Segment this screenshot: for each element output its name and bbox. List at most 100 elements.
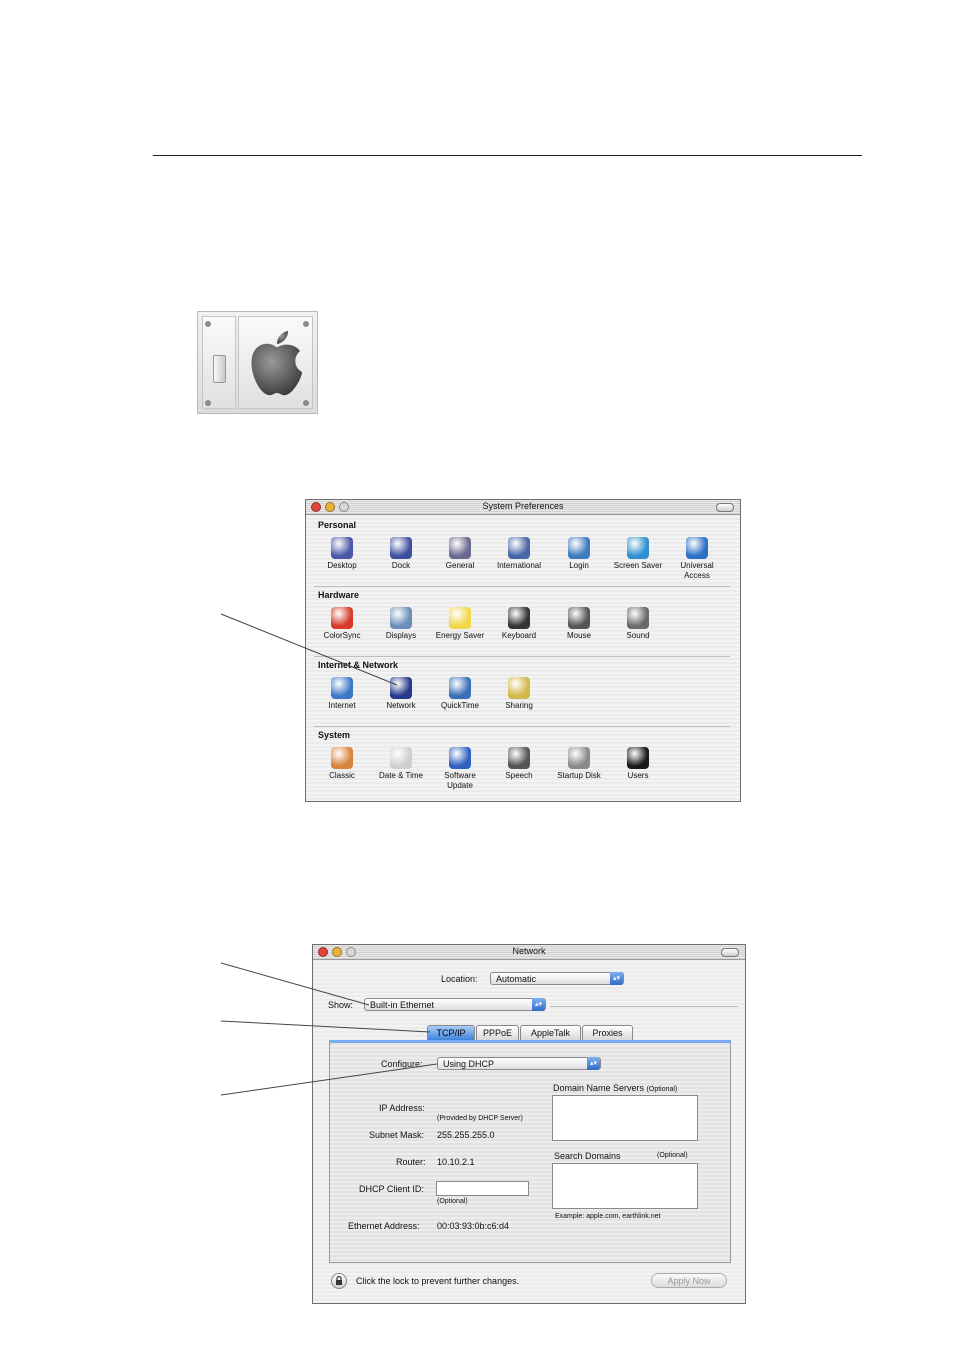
tab-tcpip[interactable]: TCP/IP [427,1025,475,1040]
screw-icon [205,400,211,406]
pref-colorsync[interactable]: ColorSync [312,607,372,641]
section-title: Personal [318,520,357,530]
pref-label: Dock [391,561,411,570]
pref-label: QuickTime [441,701,479,710]
lock-icon [336,1275,342,1285]
pref-label: Mouse [566,631,591,640]
pref-label: International [496,561,542,570]
search-domains-optional: (Optional) [657,1152,688,1159]
search-domains-label: Search Domains [554,1151,621,1161]
speech-icon [508,747,530,769]
pref-label: General [445,561,475,570]
close-button[interactable] [318,947,328,957]
dhcp-optional-note: (Optional) [437,1198,468,1205]
show-popup[interactable]: Built-in Ethernet ▴▾ [364,998,546,1011]
subnet-mask-value: 255.255.255.0 [437,1130,495,1140]
network-titlebar[interactable]: Network [313,945,745,960]
close-button[interactable] [311,502,321,512]
subnet-mask-label: Subnet Mask: [369,1130,425,1140]
configure-popup[interactable]: Using DHCP ▴▾ [437,1057,601,1070]
toolbar-toggle-button[interactable] [721,948,739,957]
pref-dock[interactable]: Dock [371,537,431,571]
pref-startup-disk[interactable]: Startup Disk [549,747,609,781]
pref-users[interactable]: Users [608,747,668,781]
zoom-button[interactable] [339,502,349,512]
section-title: Internet & Network [318,660,399,670]
example-text: Example: apple.com, earthlink.net [555,1213,661,1220]
location-popup[interactable]: Automatic ▴▾ [490,972,624,985]
page-header-rule [153,155,862,156]
pref-label: Users [627,771,649,780]
dns-title: Domain Name Servers [553,1083,645,1093]
screw-icon [205,321,211,327]
keyboard-icon [508,607,530,629]
tab-appletalk[interactable]: AppleTalk [520,1025,581,1040]
show-label: Show: [328,1000,354,1010]
pref-speech[interactable]: Speech [489,747,549,781]
pref-software-update[interactable]: Software Update [430,747,490,791]
show-value: Built-in Ethernet [370,1000,435,1010]
ip-provided-note: (Provided by DHCP Server) [437,1115,523,1122]
router-label: Router: [396,1157,426,1167]
ethernet-address-value: 00:03:93:0b:c6:d4 [437,1221,510,1231]
pref-label: Keyboard [501,631,537,640]
pref-network[interactable]: Network [371,677,431,711]
section-divider [314,656,730,657]
users-icon [627,747,649,769]
apply-now-button[interactable]: Apply Now [651,1273,727,1288]
pref-label: Desktop [327,561,357,570]
section-title: System [318,730,351,740]
popup-arrows-icon: ▴▾ [610,972,623,985]
pref-screen-saver[interactable]: Screen Saver [608,537,668,571]
pref-desktop[interactable]: Desktop [312,537,372,571]
zoom-button[interactable] [346,947,356,957]
pref-label: Network [386,701,416,710]
pref-label: Screen Saver [613,561,663,570]
search-domains-field[interactable] [552,1163,698,1209]
pref-universal-access[interactable]: Universal Access [667,537,727,581]
configure-value: Using DHCP [443,1059,495,1069]
section-title: Hardware [318,590,360,600]
colorsync-icon [331,607,353,629]
dhcp-client-id-field[interactable] [436,1181,529,1196]
pref-mouse[interactable]: Mouse [549,607,609,641]
pref-classic[interactable]: Classic [312,747,372,781]
pref-international[interactable]: International [489,537,549,571]
dns-servers-field[interactable] [552,1095,698,1141]
mouse-icon [568,607,590,629]
pref-quicktime[interactable]: QuickTime [430,677,490,711]
pref-displays[interactable]: Displays [371,607,431,641]
pref-label: ColorSync [323,631,361,640]
pref-label: Startup Disk [557,771,601,780]
pref-energy-saver[interactable]: Energy Saver [430,607,490,641]
pref-label: Speech [505,771,533,780]
dhcp-client-id-label: DHCP Client ID: [359,1184,424,1194]
pref-sharing[interactable]: Sharing [489,677,549,711]
minimize-button[interactable] [325,502,335,512]
sharing-icon [508,677,530,699]
tab-pppoe[interactable]: PPPoE [476,1025,519,1040]
sysprefs-titlebar[interactable]: System Preferences [306,500,740,515]
pref-sound[interactable]: Sound [608,607,668,641]
minimize-button[interactable] [332,947,342,957]
system-preferences-icon [197,311,318,414]
switch-plate [202,316,236,409]
pref-keyboard[interactable]: Keyboard [489,607,549,641]
toolbar-toggle-button[interactable] [716,503,734,512]
dns-optional: (Optional) [646,1086,678,1093]
startup-disk-icon [568,747,590,769]
pref-general[interactable]: General [430,537,490,571]
pref-login[interactable]: Login [549,537,609,571]
pref-internet[interactable]: Internet [312,677,372,711]
screw-icon [303,400,309,406]
lock-text: Click the lock to prevent further change… [356,1276,520,1286]
pref-date-time[interactable]: Date & Time [371,747,431,781]
tab-proxies[interactable]: Proxies [582,1025,633,1040]
lock-button[interactable] [331,1273,347,1289]
date-time-icon [390,747,412,769]
dns-label: Domain Name Servers (Optional) [553,1083,677,1093]
general-icon [449,537,471,559]
internet-icon [331,677,353,699]
